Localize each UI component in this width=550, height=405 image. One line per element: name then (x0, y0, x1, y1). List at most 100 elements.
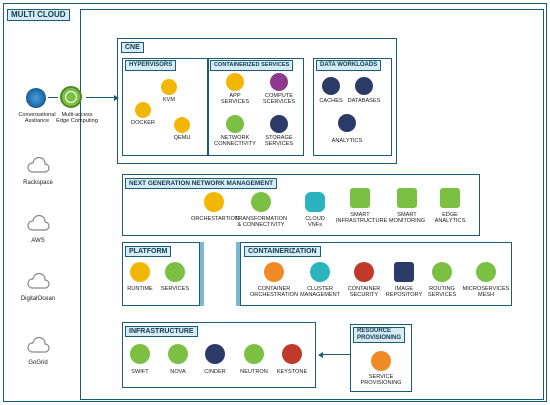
compute-services-label: COMPUTE SCERVICES (262, 93, 296, 106)
infrastructure-frame (122, 322, 316, 388)
caches-label: CACHES (319, 98, 343, 104)
edge-analytics-icon (440, 188, 460, 208)
data-workloads-title: DATA WORKLOADS (316, 60, 382, 71)
microservices-mesh-label: MICROSERVICES MESH (462, 286, 510, 299)
conversational-icon (26, 88, 46, 108)
qemu-icon (174, 117, 190, 133)
data-workloads-frame (313, 58, 392, 156)
cinder-label: CINDER (204, 369, 226, 375)
smart-infrastructure-label: SMART INFRASTRUCTURE (336, 212, 388, 225)
nova-icon (168, 344, 188, 364)
cloud-label: GoGrid (28, 360, 48, 366)
nova-label: NOVA (170, 369, 186, 375)
smart-monitoring-icon (397, 188, 417, 208)
container-security-label: CONTAINER SECURITY (347, 286, 381, 299)
runtime-label: RUNTIME (127, 286, 153, 292)
cluster-management-icon (310, 262, 330, 282)
cloud-icon (27, 156, 50, 173)
cloud-label: DigitalOcean (20, 296, 56, 302)
image-repository-label: IMAGE REPOSITORY (385, 286, 423, 299)
qemu-label: QEMU (173, 135, 191, 141)
keystone-label: KEYSTONE (276, 369, 308, 375)
storage-services-icon (270, 115, 288, 133)
hypervisors-frame (122, 58, 208, 156)
arrow-left (48, 97, 58, 98)
resource-frame (350, 324, 412, 392)
containerization-title: CONTAINERIZATION (244, 246, 321, 257)
conversational-label: Conversational Assitance (18, 112, 56, 125)
databases-label: DATABASES (347, 98, 381, 104)
cloud-icon (27, 214, 50, 231)
platform-title: PLATFORM (125, 246, 172, 257)
arrow-right (86, 97, 116, 98)
app-services-icon (226, 73, 244, 91)
analytics-label: ANALYTICS (331, 138, 363, 144)
network-connectivity-label: NETWORK CONNECTIVITY (214, 135, 256, 148)
resource-title: RESOURCE PROVISIONING (353, 327, 406, 343)
infrastructure-title: INFRASTRUCTURE (125, 326, 198, 337)
multi-cloud-title: MULTI CLOUD (7, 9, 70, 21)
neutron-label: NEUTRON (240, 369, 268, 375)
hypervisors-title: HYPERVISORS (125, 60, 177, 71)
service-provisioning-label: SERVICE PROVISIONING (360, 374, 402, 387)
compute-services-icon (270, 73, 288, 91)
storage-services-label: STORAGE SERVICES (264, 135, 294, 148)
kvm-icon (161, 79, 177, 95)
ngnm-frame (122, 174, 480, 236)
ngnm-title: NEXT GENERATION NETWORK MANAGEMENT (125, 178, 278, 189)
image-repository-icon (394, 262, 414, 282)
container-orchestration-icon (264, 262, 284, 282)
cne-title: CNE (121, 42, 144, 53)
containerization-divider (236, 242, 240, 306)
neutron-icon (244, 344, 264, 364)
services-label: SERVICES (160, 286, 190, 292)
arrow-head (114, 95, 119, 101)
transformation-icon (251, 192, 271, 212)
keystone-icon (282, 344, 302, 364)
services-icon (165, 262, 185, 282)
kvm-label: KVM (162, 97, 176, 103)
containerized-title: CONTAINERIZED SERVICES (210, 60, 294, 71)
platform-frame (122, 242, 200, 306)
analytics-icon (338, 114, 356, 132)
smart-monitoring-label: SMART MONITORING (388, 212, 426, 225)
edge-globe-icon (65, 91, 77, 103)
containerization-frame (240, 242, 512, 306)
transformation-label: TRANSFORMATION & CONNECTIVITY (234, 216, 288, 229)
containerized-frame (208, 58, 304, 156)
main-frame (80, 9, 544, 400)
runtime-icon (130, 262, 150, 282)
container-orchestration-label: CONTAINER ORCHESTRATION (249, 286, 299, 299)
resource-arrow-line (322, 354, 350, 355)
resource-arrow-head (318, 352, 323, 358)
edge-analytics-label: EDGE ANALYTICS (434, 212, 466, 225)
caches-icon (322, 77, 340, 95)
routing-services-label: ROUTING SERVICES (427, 286, 457, 299)
cloud-icon (27, 336, 50, 353)
cluster-management-label: CLUSTER MANAGEMENT (299, 286, 341, 299)
multi-cloud-frame (3, 3, 547, 402)
databases-icon (355, 77, 373, 95)
cloud-icon (27, 272, 50, 289)
service-provisioning-icon (371, 351, 391, 371)
network-connectivity-icon (226, 115, 244, 133)
swift-icon (130, 344, 150, 364)
microservices-mesh-icon (476, 262, 496, 282)
smart-infrastructure-icon (350, 188, 370, 208)
edge-label: Multi-access Edge Computing (56, 112, 98, 125)
swift-label: SWIFT (131, 369, 149, 375)
docker-label: DOCKER (131, 120, 155, 126)
cloud-label: AWS (31, 238, 45, 244)
docker-icon (135, 102, 151, 118)
container-security-icon (354, 262, 374, 282)
app-services-label: APP SERVICES (220, 93, 250, 106)
cne-frame (117, 38, 397, 164)
platform-divider (200, 242, 204, 306)
cinder-icon (205, 344, 225, 364)
orchestartion-label: ORCHESTARTION (191, 216, 239, 222)
cloud-label: Rackspace (23, 180, 53, 186)
cloud-vnfs-icon (305, 192, 325, 212)
orchestartion-icon (204, 192, 224, 212)
routing-services-icon (432, 262, 452, 282)
cloud-vnfs-label: CLOUD VNFs (305, 216, 325, 229)
